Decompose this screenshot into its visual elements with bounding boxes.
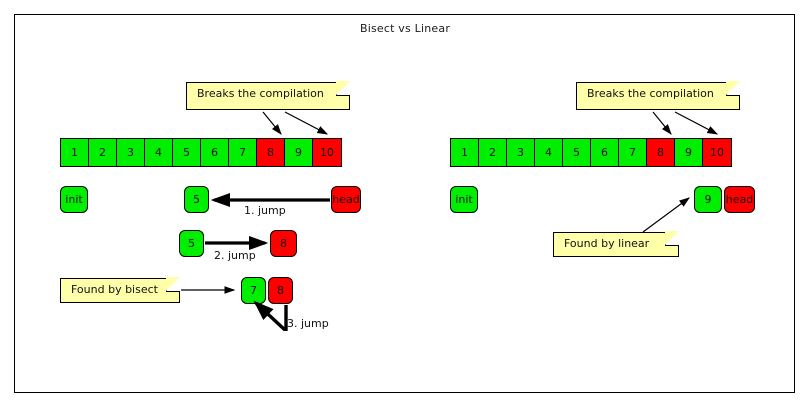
note-fold-icon xyxy=(166,277,180,292)
right-head-node[interactable]: head xyxy=(724,186,755,213)
left-array-cell[interactable]: 1 xyxy=(61,139,89,166)
left-init-node[interactable]: init xyxy=(60,186,88,213)
right-array-cell[interactable]: 9 xyxy=(675,139,703,166)
left-step1-label: 1. jump xyxy=(244,204,286,217)
right-array-cell[interactable]: 5 xyxy=(563,139,591,166)
right-array-cell[interactable]: 3 xyxy=(507,139,535,166)
left-array-cell[interactable]: 6 xyxy=(201,139,229,166)
right-breaks-note: Breaks the compilation xyxy=(576,81,740,110)
right-array-cell[interactable]: 8 xyxy=(647,139,675,166)
left-array-cell[interactable]: 3 xyxy=(117,139,145,166)
right-found-note: Found by linear xyxy=(553,231,679,257)
right-array-cell[interactable]: 7 xyxy=(619,139,647,166)
diagram-frame xyxy=(14,14,795,393)
page-title: Bisect vs Linear xyxy=(359,22,451,35)
left-array-cell[interactable]: 7 xyxy=(229,139,257,166)
left-array-cell[interactable]: 9 xyxy=(285,139,313,166)
left-step2-source-node[interactable]: 5 xyxy=(179,230,204,257)
right-init-node[interactable]: init xyxy=(450,186,478,213)
note-fold-icon xyxy=(665,231,679,246)
right-array-cell[interactable]: 6 xyxy=(591,139,619,166)
left-breaks-note: Breaks the compilation xyxy=(186,81,350,110)
left-found-note-label: Found by bisect xyxy=(71,283,158,296)
right-array-cell[interactable]: 10 xyxy=(703,139,731,166)
left-array: 1 2 3 4 5 6 7 8 9 10 xyxy=(60,138,342,167)
right-result-node-9[interactable]: 9 xyxy=(694,186,722,213)
left-step2-label: 2. jump xyxy=(214,249,256,262)
left-found-note: Found by bisect xyxy=(60,277,180,303)
note-fold-icon xyxy=(726,81,740,96)
right-array-cell[interactable]: 4 xyxy=(535,139,563,166)
left-head-node[interactable]: head xyxy=(331,186,361,213)
left-result-node-8[interactable]: 8 xyxy=(268,277,293,304)
left-array-cell[interactable]: 5 xyxy=(173,139,201,166)
left-step1-target-node[interactable]: 5 xyxy=(184,186,209,213)
left-step3-label: 3. jump xyxy=(287,317,329,330)
left-array-cell[interactable]: 10 xyxy=(313,139,341,166)
note-fold-icon xyxy=(336,81,350,96)
left-array-cell[interactable]: 8 xyxy=(257,139,285,166)
right-found-note-label: Found by linear xyxy=(564,237,650,250)
left-array-cell[interactable]: 2 xyxy=(89,139,117,166)
left-step2-target-node[interactable]: 8 xyxy=(270,230,297,257)
right-array-cell[interactable]: 1 xyxy=(451,139,479,166)
right-array-cell[interactable]: 2 xyxy=(479,139,507,166)
right-array: 1 2 3 4 5 6 7 8 9 10 xyxy=(450,138,732,167)
left-result-node-7[interactable]: 7 xyxy=(241,277,266,304)
right-breaks-note-label: Breaks the compilation xyxy=(587,87,714,100)
left-breaks-note-label: Breaks the compilation xyxy=(197,87,324,100)
left-array-cell[interactable]: 4 xyxy=(145,139,173,166)
